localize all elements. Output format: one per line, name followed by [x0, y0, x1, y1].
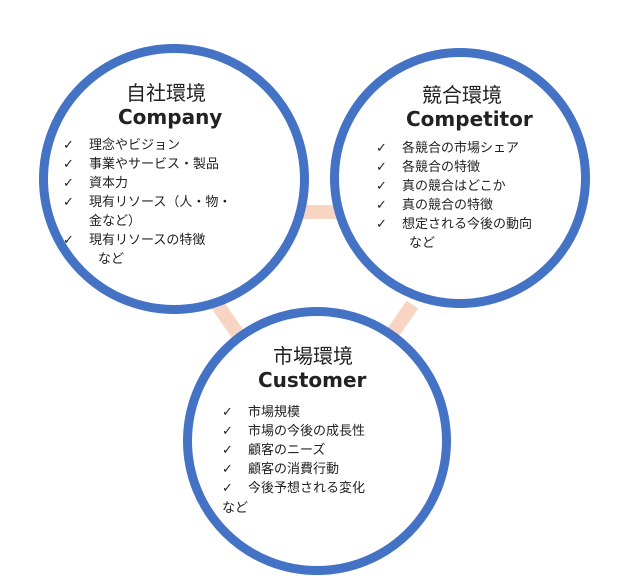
list-item: ✓真の競合はどこか — [376, 179, 506, 194]
check-icon: ✓ — [376, 160, 387, 175]
list-item-continuation: 金など） — [89, 214, 142, 229]
list-item: ✓市場の今後の成長性 — [222, 424, 366, 439]
company-title-jp: 自社環境 — [126, 81, 206, 105]
list-item: ✓今後予想される変化 — [222, 481, 366, 496]
list-item: ✓想定される今後の動向 — [376, 217, 533, 232]
competitor-title-jp: 競合環境 — [422, 83, 502, 107]
check-icon: ✓ — [63, 233, 74, 248]
list-item: ✓顧客の消費行動 — [222, 462, 340, 477]
list-item: ✓現有リソースの特徴 — [63, 233, 206, 248]
check-icon: ✓ — [63, 138, 74, 153]
company-etc: など — [98, 252, 125, 267]
list-item: ✓真の競合の特徴 — [376, 198, 494, 213]
competitor-circle: 競合環境 Competitor ✓各競合の市場シェア ✓各競合の特徴 ✓真の競合… — [330, 48, 590, 308]
list-item: ✓市場規模 — [222, 405, 301, 420]
check-icon: ✓ — [222, 405, 233, 420]
check-icon: ✓ — [222, 462, 233, 477]
customer-item-list: ✓市場規模 ✓市場の今後の成長性 ✓顧客のニーズ ✓顧客の消費行動 ✓今後予想さ… — [222, 403, 365, 498]
check-icon: ✓ — [222, 424, 233, 439]
company-circle: 自社環境 Company ✓理念やビジョン ✓事業やサービス・製品 ✓資本力 ✓… — [39, 44, 309, 314]
check-icon: ✓ — [222, 443, 233, 458]
check-icon: ✓ — [222, 481, 233, 496]
check-icon: ✓ — [376, 141, 387, 156]
check-icon: ✓ — [376, 217, 387, 232]
customer-title-jp: 市場環境 — [273, 344, 353, 368]
check-icon: ✓ — [376, 179, 387, 194]
list-item: ✓各競合の市場シェア — [376, 141, 520, 156]
list-item: ✓顧客のニーズ — [222, 443, 326, 458]
company-title-en: Company — [118, 105, 223, 129]
check-icon: ✓ — [376, 198, 387, 213]
competitor-title-en: Competitor — [406, 107, 533, 131]
list-item: ✓資本力 — [63, 176, 129, 191]
competitor-item-list: ✓各競合の市場シェア ✓各競合の特徴 ✓真の競合はどこか ✓真の競合の特徴 ✓想… — [376, 139, 532, 234]
list-item: ✓理念やビジョン — [63, 138, 181, 153]
list-item: ✓現有リソース（人・物・ — [63, 195, 232, 210]
check-icon: ✓ — [63, 176, 74, 191]
customer-etc: など — [222, 501, 249, 516]
check-icon: ✓ — [63, 157, 74, 172]
competitor-etc: など — [409, 236, 436, 251]
list-item: ✓各競合の特徴 — [376, 160, 481, 175]
company-item-list: ✓理念やビジョン ✓事業やサービス・製品 ✓資本力 ✓現有リソース（人・物・ 金… — [63, 136, 231, 250]
customer-circle: 市場環境 Customer ✓市場規模 ✓市場の今後の成長性 ✓顧客のニーズ ✓… — [183, 307, 451, 575]
customer-title-en: Customer — [258, 368, 367, 392]
connector-company-competitor — [300, 205, 338, 219]
check-icon: ✓ — [63, 195, 74, 210]
list-item: ✓事業やサービス・製品 — [63, 157, 220, 172]
